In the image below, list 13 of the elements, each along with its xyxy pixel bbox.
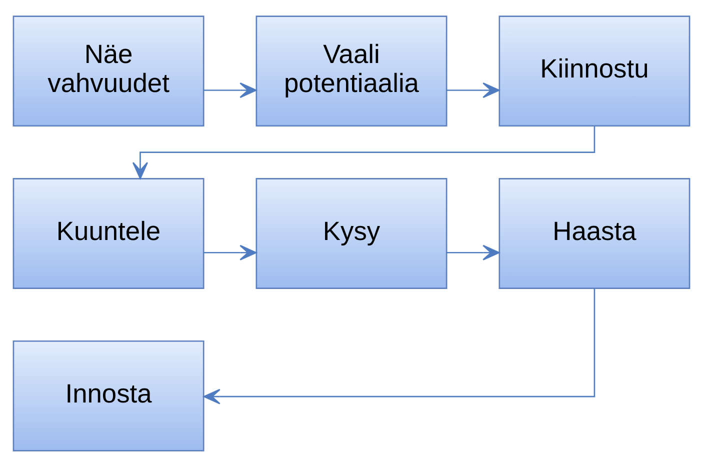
node-box: Innosta [12,340,204,451]
arrow [132,126,596,179]
arrow [446,82,500,98]
arrow [204,82,257,98]
node-box: Näe vahvuudet [12,15,204,126]
node-box: Vaali potentiaalia [256,15,448,126]
arrow [203,288,596,404]
node-box: Haasta [498,178,690,288]
arrow [446,244,500,260]
node-box: Kiinnostu [498,15,690,126]
node-box: Kuuntele [12,178,204,288]
node-box: Kysy [256,178,448,288]
arrow [204,244,257,260]
